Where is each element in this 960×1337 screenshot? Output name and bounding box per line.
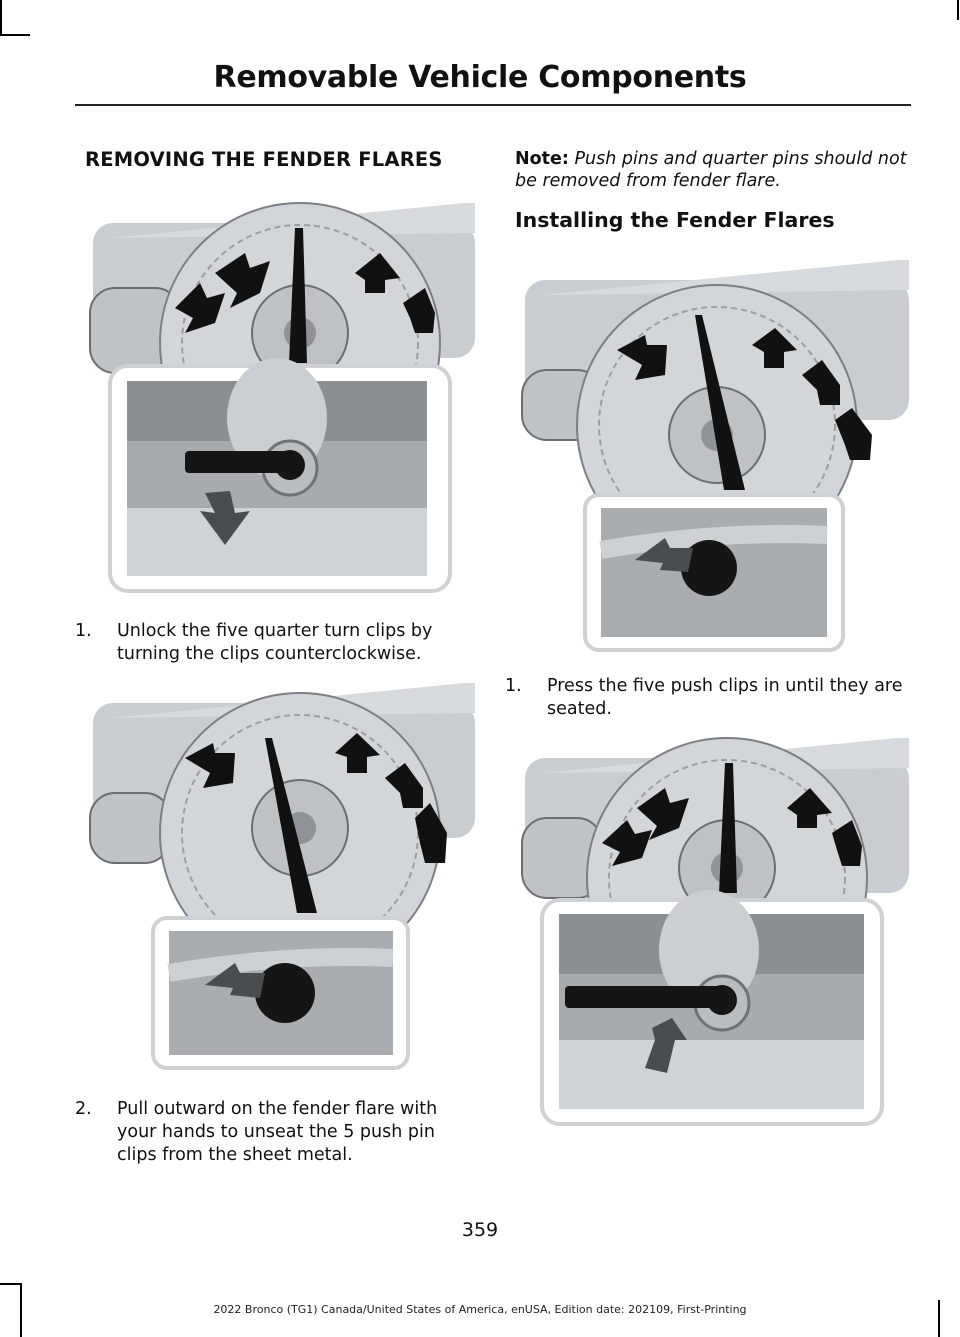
note-label: Note: — [515, 149, 569, 169]
step-text: Press the five push clips in until they … — [547, 676, 903, 719]
note-text: Push pins and quarter pins should not be… — [515, 149, 907, 191]
step-left-1: 1. Unlock the five quarter turn clips by … — [75, 620, 475, 666]
note: Note: Push pins and quarter pins should … — [515, 148, 910, 192]
header-divider — [75, 104, 911, 106]
page-title: Removable Vehicle Components — [213, 60, 747, 95]
figure-install-push-pin — [517, 250, 909, 655]
crop-mark — [0, 1283, 22, 1285]
crop-mark — [938, 1300, 940, 1337]
step-number: 1. — [505, 676, 522, 696]
step-number: 1. — [75, 621, 92, 641]
footer-edition: 2022 Bronco (TG1) Canada/United States o… — [213, 1303, 747, 1316]
step-number: 2. — [75, 1099, 92, 1119]
crop-mark — [957, 0, 959, 20]
step-text: Unlock the five quarter turn clips by tu… — [117, 621, 433, 664]
step-left-2: 2. Pull outward on the fender flare with … — [75, 1098, 475, 1167]
crop-mark — [0, 34, 30, 36]
step-right-1: 1. Press the five push clips in until the… — [505, 675, 910, 721]
figure-install-quarter-turn — [517, 728, 909, 1126]
page-number: 359 — [461, 1219, 499, 1241]
figure-remove-push-pin — [85, 673, 475, 1073]
figure-remove-quarter-turn — [85, 193, 475, 593]
section-heading-installing: Installing the Fender Flares — [515, 208, 835, 232]
crop-mark — [20, 1283, 22, 1337]
step-text: Pull outward on the fender flare with yo… — [117, 1099, 438, 1165]
crop-mark — [0, 0, 2, 36]
section-heading-removing: REMOVING THE FENDER FLARES — [85, 148, 443, 171]
